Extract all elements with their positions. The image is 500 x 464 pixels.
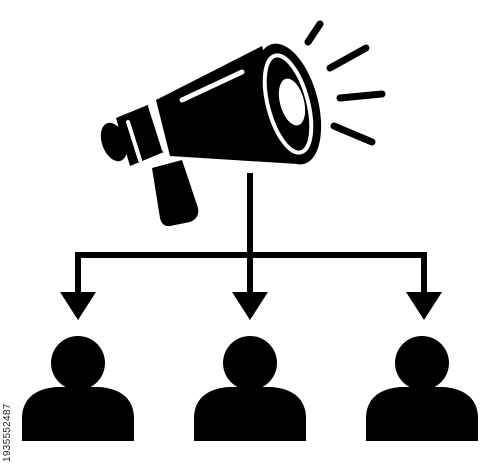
sound-waves-icon	[304, 20, 386, 146]
arrow-head-center	[232, 292, 268, 320]
person-icon	[194, 336, 306, 441]
audience-group	[22, 336, 478, 441]
person-icon	[366, 336, 478, 441]
arrow-head-left	[60, 292, 96, 320]
person-icon	[22, 336, 134, 441]
megaphone-highlights	[126, 53, 314, 162]
arrow-head-right	[406, 292, 442, 320]
stock-id-label: 1935552487	[2, 403, 13, 462]
branch-arrows-icon	[60, 173, 442, 320]
bell-opening	[278, 78, 306, 126]
